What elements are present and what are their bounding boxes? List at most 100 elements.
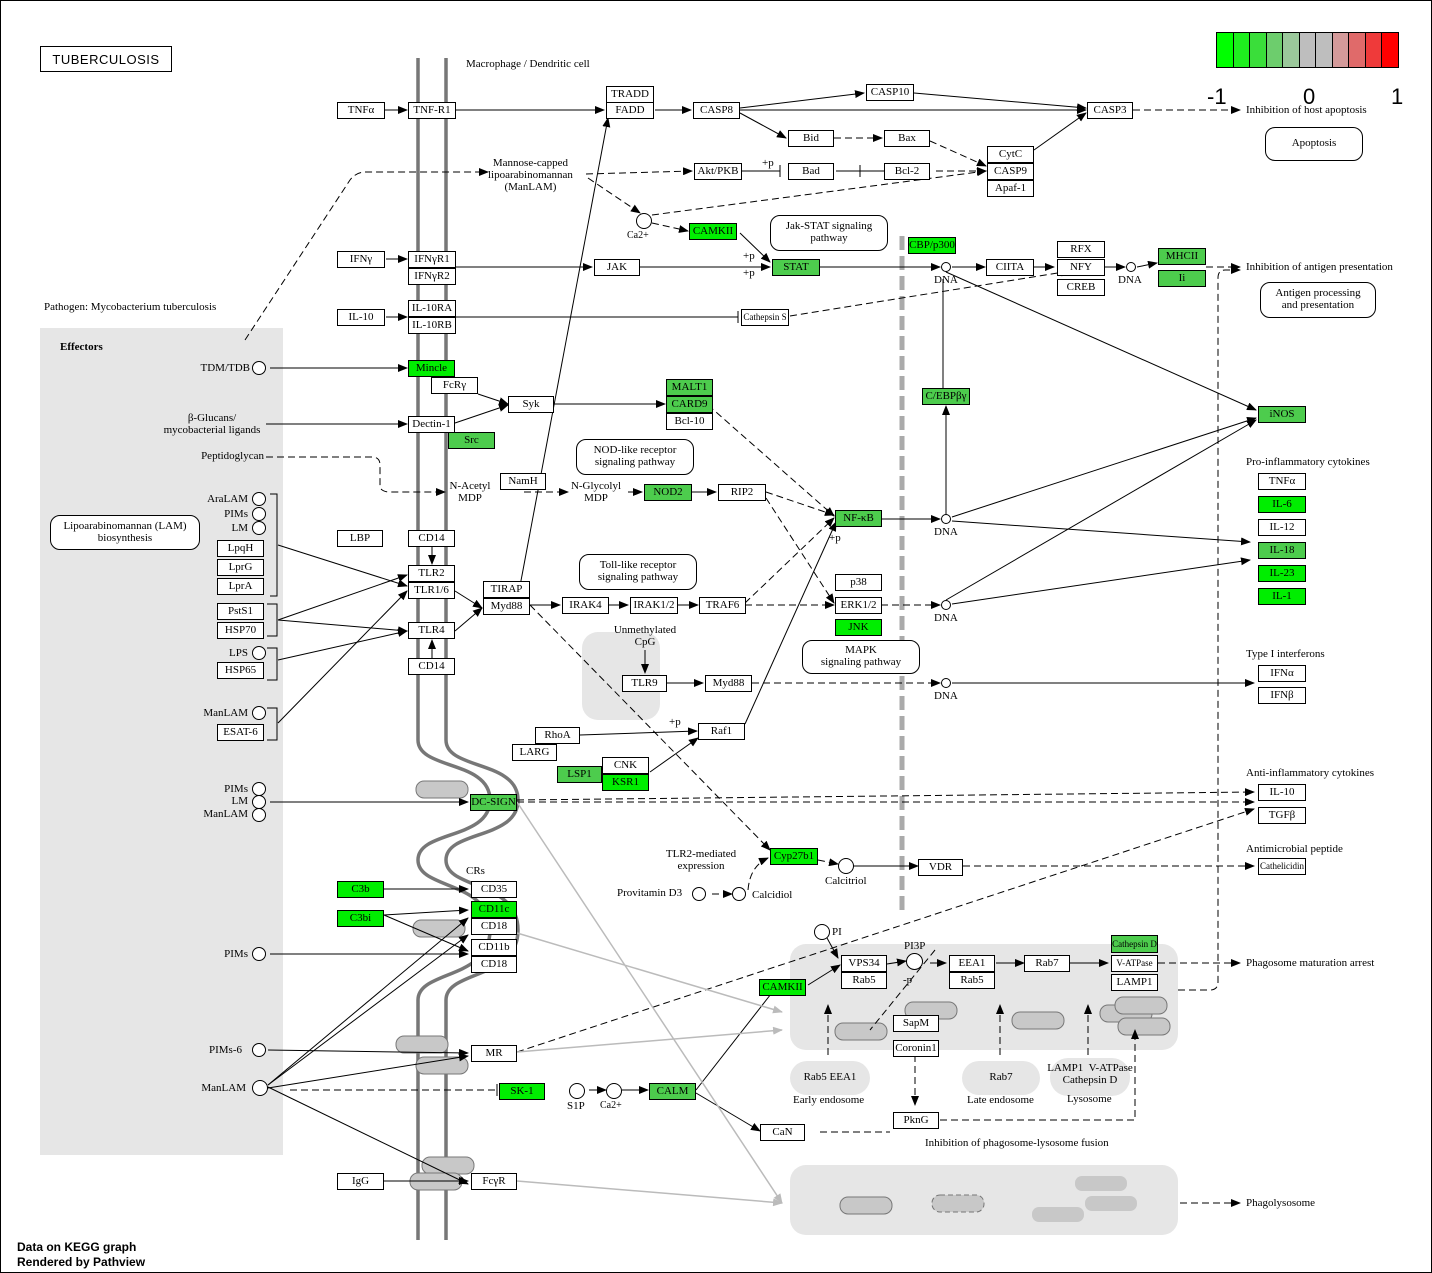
gene-tlr4[interactable]: TLR4: [408, 622, 455, 639]
gene-vdr[interactable]: VDR: [918, 859, 963, 876]
gene-il18[interactable]: IL-18: [1258, 542, 1306, 559]
gene-hsp65[interactable]: HSP65: [217, 662, 264, 679]
gene-rab5-a[interactable]: Rab5: [841, 972, 887, 989]
gene-tgfb[interactable]: TGFβ: [1258, 807, 1306, 824]
gene-camkii-b[interactable]: CAMKII: [759, 979, 806, 996]
gene-myd88-b[interactable]: Myd88: [705, 675, 752, 692]
compound-circle[interactable]: [569, 1083, 585, 1099]
gene-rhoa[interactable]: RhoA: [535, 727, 580, 744]
gene-lbp[interactable]: LBP: [337, 530, 383, 547]
gene-ksr1[interactable]: KSR1: [602, 774, 649, 791]
gene-cd14-b[interactable]: CD14: [408, 658, 455, 675]
gene-cytc[interactable]: CytC: [987, 146, 1034, 163]
gene-bcl10[interactable]: Bcl-10: [666, 413, 713, 430]
compound-circle[interactable]: [252, 795, 266, 809]
compound-circle[interactable]: [692, 887, 706, 901]
gene-ciita[interactable]: CIITA: [986, 259, 1034, 276]
gene-nod2[interactable]: NOD2: [644, 484, 692, 501]
gene-fcyr[interactable]: FcγR: [471, 1173, 517, 1190]
gene-apaf1[interactable]: Apaf-1: [987, 180, 1034, 197]
gene-camkii-a[interactable]: CAMKII: [689, 223, 737, 240]
compound-circle[interactable]: [906, 953, 923, 970]
pathway-nod-like[interactable]: NOD-like receptor signaling pathway: [576, 439, 694, 475]
gene-cd35[interactable]: CD35: [471, 881, 517, 898]
compound-circle[interactable]: [636, 213, 652, 229]
gene-cbp-p300[interactable]: CBP/p300: [908, 237, 956, 254]
gene-il6[interactable]: IL-6: [1258, 496, 1306, 513]
gene-lpqh[interactable]: LpqH: [217, 540, 264, 557]
gene-il12[interactable]: IL-12: [1258, 519, 1306, 536]
gene-akt-pkb[interactable]: Akt/PKB: [694, 163, 742, 180]
gene-src[interactable]: Src: [448, 432, 495, 449]
gene-cd14-a[interactable]: CD14: [408, 530, 455, 547]
gene-pkng[interactable]: PknG: [893, 1112, 939, 1129]
compound-circle[interactable]: [252, 521, 266, 535]
gene-cnk[interactable]: CNK: [602, 757, 649, 774]
gene-erk1-2[interactable]: ERK1/2: [835, 597, 882, 614]
gene-cebp[interactable]: C/EBPβγ: [922, 388, 970, 405]
gene-cd11c[interactable]: CD11c: [471, 901, 517, 918]
gene-hsp70[interactable]: HSP70: [217, 622, 264, 639]
gene-cd18-a[interactable]: CD18: [471, 918, 517, 935]
pathway-toll-like[interactable]: Toll-like receptor signaling pathway: [579, 554, 697, 590]
gene-syk[interactable]: Syk: [508, 396, 554, 413]
gene-rab7[interactable]: Rab7: [1024, 955, 1070, 972]
gene-lprg[interactable]: LprG: [217, 559, 264, 576]
gene-il23[interactable]: IL-23: [1258, 565, 1306, 582]
gene-bad[interactable]: Bad: [788, 163, 834, 180]
gene-raf1[interactable]: Raf1: [698, 723, 745, 740]
gene-cathepsin-s[interactable]: Cathepsin S: [741, 309, 789, 326]
gene-p38[interactable]: p38: [835, 574, 882, 591]
gene-il10rb[interactable]: IL-10RB: [408, 317, 456, 334]
gene-igg[interactable]: IgG: [337, 1173, 384, 1190]
gene-jnk[interactable]: JNK: [835, 619, 882, 636]
gene-casp8[interactable]: CASP8: [693, 102, 740, 119]
gene-rfx[interactable]: RFX: [1057, 241, 1105, 258]
gene-cd18-b[interactable]: CD18: [471, 956, 517, 973]
pathway-apoptosis[interactable]: Apoptosis: [1265, 127, 1363, 161]
gene-bax[interactable]: Bax: [884, 130, 930, 147]
gene-cathepsin-d[interactable]: Cathepsin D: [1111, 935, 1158, 953]
gene-eea1[interactable]: EEA1: [949, 955, 995, 972]
gene-nfkb[interactable]: NF-κB: [835, 510, 882, 527]
gene-bcl2[interactable]: Bcl-2: [884, 163, 930, 180]
gene-vps34[interactable]: VPS34: [841, 955, 887, 972]
compound-circle[interactable]: [252, 782, 266, 796]
gene-lpra[interactable]: LprA: [217, 578, 264, 595]
gene-tradd[interactable]: TRADD: [606, 86, 654, 103]
gene-myd88-a[interactable]: Myd88: [483, 598, 530, 615]
pathway-lam-biosynthesis[interactable]: Lipoarabinomannan (LAM) biosynthesis: [50, 515, 200, 550]
gene-casp3[interactable]: CASP3: [1087, 102, 1133, 119]
gene-can[interactable]: CaN: [760, 1124, 805, 1141]
gene-ifnb[interactable]: IFNβ: [1258, 687, 1306, 704]
gene-traf6[interactable]: TRAF6: [699, 597, 746, 614]
gene-tnfa-out[interactable]: TNFα: [1258, 473, 1306, 490]
gene-esat6[interactable]: ESAT-6: [217, 724, 264, 741]
gene-bid[interactable]: Bid: [788, 130, 834, 147]
gene-fcry[interactable]: FcRγ: [431, 377, 478, 394]
gene-mr[interactable]: MR: [471, 1045, 517, 1062]
gene-il1[interactable]: IL-1: [1258, 588, 1306, 605]
gene-psts1[interactable]: PstS1: [217, 603, 264, 620]
compound-circle[interactable]: [814, 924, 830, 940]
gene-rab5-b[interactable]: Rab5: [949, 972, 995, 989]
gene-tlr1-6[interactable]: TLR1/6: [408, 582, 455, 599]
gene-ifnyr2[interactable]: IFNγR2: [408, 268, 456, 285]
gene-il10-out[interactable]: IL-10: [1258, 784, 1306, 801]
gene-fadd[interactable]: FADD: [606, 102, 654, 119]
gene-creb[interactable]: CREB: [1057, 279, 1105, 296]
gene-v-atpase[interactable]: V-ATPase: [1111, 955, 1158, 972]
gene-tnfa[interactable]: TNFα: [337, 102, 385, 119]
compound-circle[interactable]: [252, 361, 266, 375]
gene-ifna[interactable]: IFNα: [1258, 665, 1306, 682]
gene-cathelicidin[interactable]: Cathelicidin: [1258, 858, 1306, 875]
compound-circle[interactable]: [252, 646, 266, 660]
compound-circle[interactable]: [838, 858, 854, 874]
gene-inos[interactable]: iNOS: [1258, 406, 1306, 423]
gene-c3b[interactable]: C3b: [337, 881, 384, 898]
compound-circle[interactable]: [606, 1083, 622, 1099]
gene-lamp1[interactable]: LAMP1: [1111, 974, 1158, 991]
compound-circle[interactable]: [252, 1080, 268, 1096]
pathway-mapk[interactable]: MAPK signaling pathway: [802, 640, 920, 674]
compound-circle[interactable]: [252, 507, 266, 521]
